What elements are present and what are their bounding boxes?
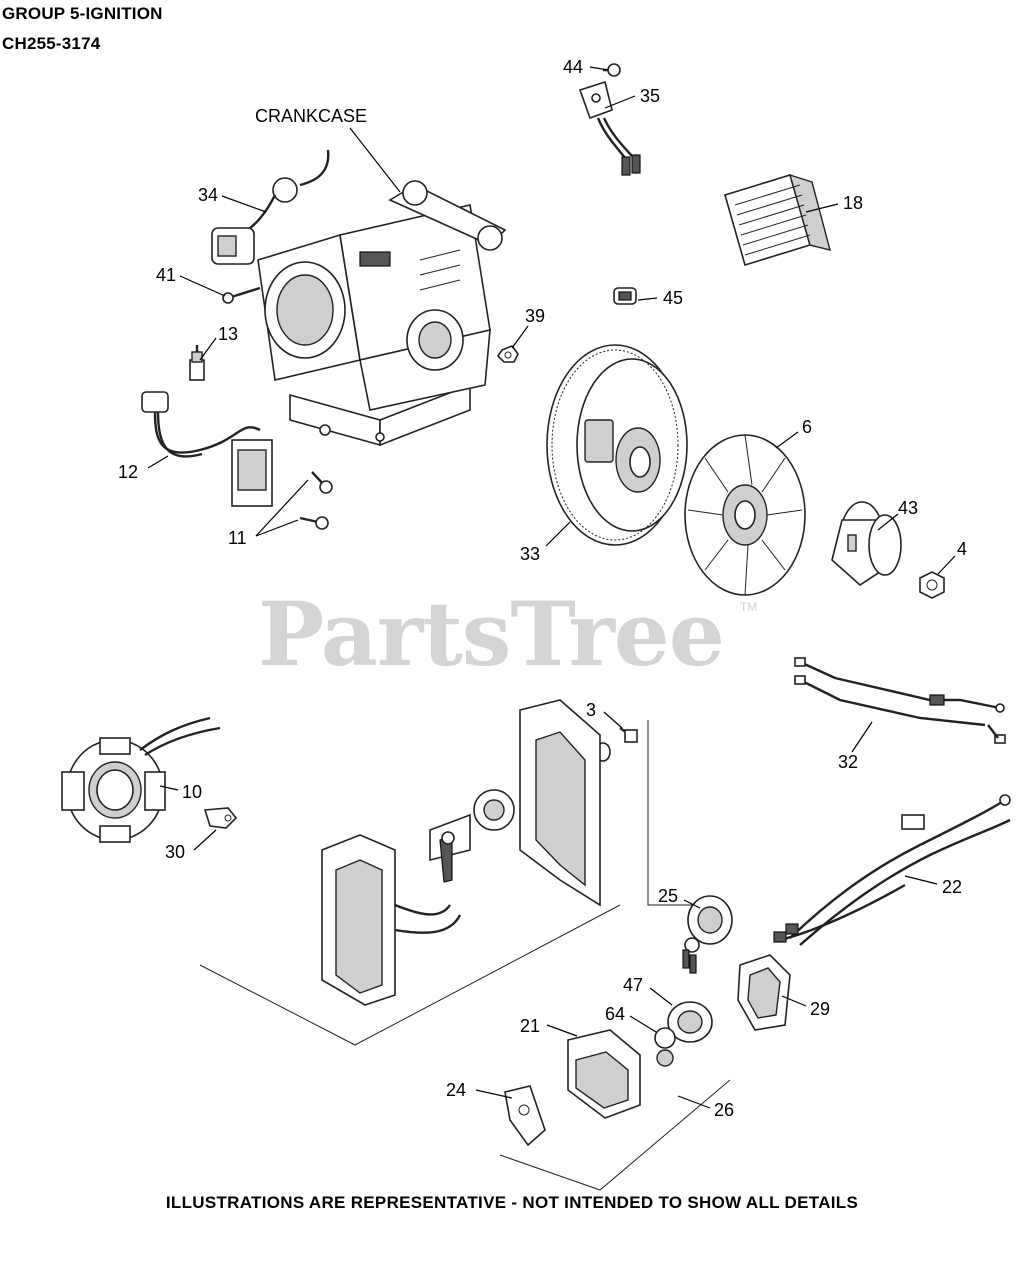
group-title: GROUP 5-IGNITION [2,4,163,23]
model-number: CH255-3174 [2,34,101,53]
ignition-coil-12-part[interactable] [141,391,273,507]
callout-11: 11 [228,528,247,548]
nut-39-part[interactable] [496,345,519,363]
trademark-mark: TM [740,600,758,614]
cap-64-part[interactable] [654,1027,676,1067]
parts-tree-watermark: PartsTree [258,582,725,686]
callout-26: 26 [714,1100,734,1120]
callout-34: 34 [198,185,218,205]
harness-22-part[interactable] [773,794,1011,946]
callout-4: 4 [957,539,967,559]
rectifier-18-part[interactable] [724,173,831,267]
callout-12: 12 [118,462,138,482]
callout-22: 22 [942,877,962,897]
callout-30: 30 [165,842,185,862]
callout-35: 35 [640,86,660,106]
callout-labels: CRANKCASE 44 35 18 34 41 45 39 13 12 6 4… [118,57,967,1120]
callout-3: 3 [586,700,596,720]
cup-43-part[interactable] [831,501,902,587]
clip-45-part[interactable] [613,287,637,305]
crankcase-label: CRANKCASE [255,106,367,126]
callout-43: 43 [898,498,918,518]
group-26-outline [499,1079,731,1191]
callout-33: 33 [520,544,540,564]
callout-45: 45 [663,288,683,308]
callout-21: 21 [520,1016,540,1036]
callout-29: 29 [810,999,830,1019]
screw-41-part[interactable] [222,286,261,304]
screw-11-part[interactable] [299,471,333,530]
leader-lines [147,66,956,1109]
key-switch-25-part[interactable] [682,895,733,974]
callout-24: 24 [446,1080,466,1100]
callout-44: 44 [563,57,583,77]
callout-18: 18 [843,193,863,213]
callout-6: 6 [802,417,812,437]
bracket-30-part[interactable] [203,807,238,829]
harness-32-part[interactable] [794,657,1006,744]
nut-4-part[interactable] [919,571,945,599]
screw-3-part[interactable] [595,727,638,762]
callout-13: 13 [218,324,238,344]
panel-assembly-part[interactable] [199,699,700,1046]
callout-10: 10 [182,782,202,802]
fan-6-part[interactable] [684,434,806,596]
key-switch-47-part[interactable] [667,1001,713,1043]
callout-41: 41 [156,265,176,285]
flywheel-33-part[interactable] [546,344,688,546]
sensor-35-part[interactable] [578,80,641,176]
plate-24-part[interactable] [504,1085,546,1147]
callout-39: 39 [525,306,545,326]
callout-25: 25 [658,886,678,906]
ignition-module-34-part[interactable] [211,149,330,265]
callout-64: 64 [605,1004,625,1024]
stator-10-part[interactable] [61,716,221,843]
callout-47: 47 [623,975,643,995]
cover-21-part[interactable] [567,1029,641,1119]
crankcase-part[interactable] [257,180,507,447]
disclaimer-footer: ILLUSTRATIONS ARE REPRESENTATIVE - NOT I… [165,1193,859,1212]
spark-plug-13-part[interactable] [189,345,205,381]
gasket-29-part[interactable] [737,954,791,1031]
callout-32: 32 [838,752,858,772]
